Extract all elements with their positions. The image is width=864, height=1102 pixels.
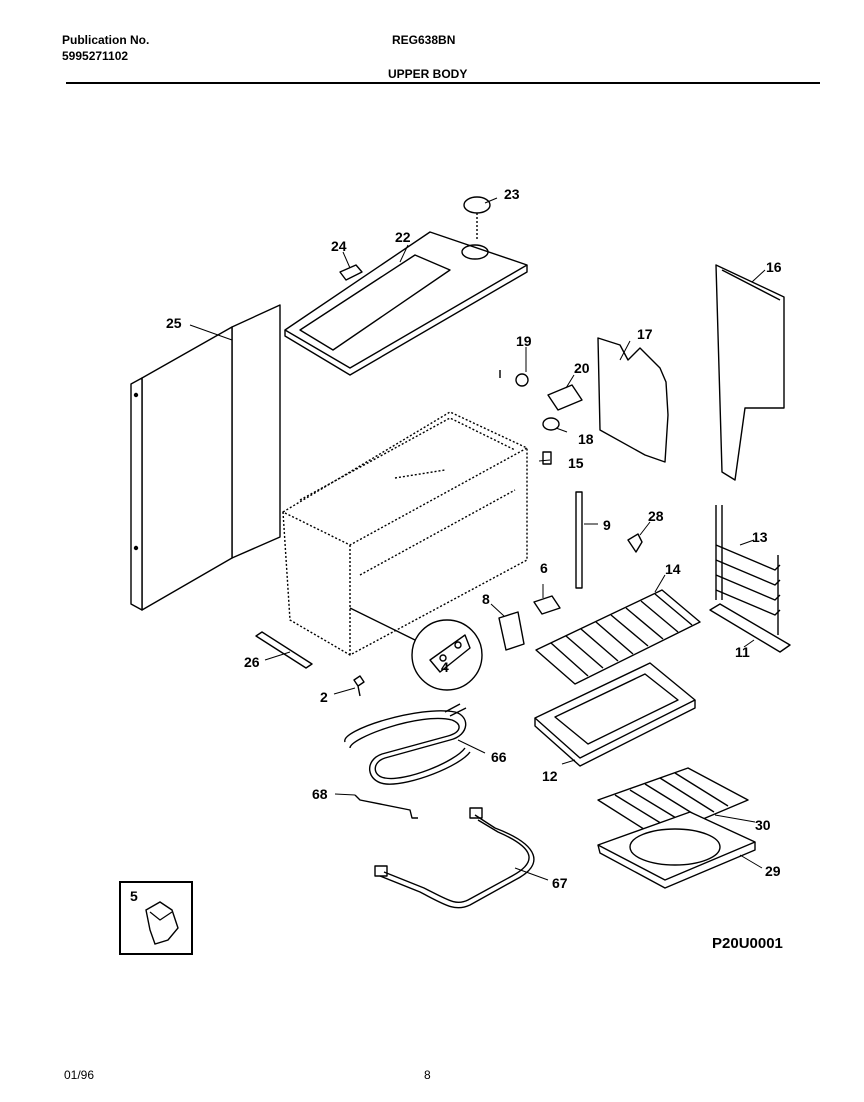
callout-19: 19 xyxy=(516,333,532,349)
callout-13: 13 xyxy=(752,529,768,545)
oven-cavity-body xyxy=(282,411,528,656)
callout-20: 20 xyxy=(574,360,590,376)
callout-68: 68 xyxy=(312,786,328,802)
callout-23: 23 xyxy=(504,186,520,202)
part-5-inset: 5 xyxy=(119,881,193,955)
callout-11: 11 xyxy=(735,644,750,660)
part-12-broil-tray xyxy=(534,662,696,767)
callout-22: 22 xyxy=(395,229,411,245)
part-26-strip xyxy=(255,631,313,669)
callout-26: 26 xyxy=(244,654,260,670)
callout-14: 14 xyxy=(665,561,681,577)
publication-label: Publication No. xyxy=(62,33,150,47)
callout-25: 25 xyxy=(166,315,182,331)
header-rule xyxy=(66,82,820,84)
part-28-clip xyxy=(627,533,643,553)
part-9-rod xyxy=(575,491,583,589)
callout-24: 24 xyxy=(331,238,347,254)
part-18-capacitor xyxy=(542,417,560,431)
part-6-label xyxy=(533,595,561,615)
callout-5: 5 xyxy=(130,888,138,904)
part-66-broil-element xyxy=(344,703,471,785)
part-11-bracket xyxy=(709,603,791,653)
part-4-detail-circle xyxy=(349,607,483,691)
callout-28: 28 xyxy=(648,508,664,524)
part-24-bracket xyxy=(339,264,363,281)
part-68-bracket xyxy=(354,794,418,819)
part-20-relay xyxy=(547,384,583,411)
callout-9: 9 xyxy=(603,517,611,533)
part-16-rear-channel xyxy=(715,264,785,481)
callout-29: 29 xyxy=(765,863,781,879)
part-14-oven-rack xyxy=(535,589,701,685)
footer-page: 8 xyxy=(424,1068,431,1082)
callout-15: 15 xyxy=(568,455,584,471)
callout-4: 4 xyxy=(441,659,449,675)
part-25-side-panel xyxy=(130,304,281,611)
part-2-clip xyxy=(353,675,365,697)
callout-16: 16 xyxy=(766,259,782,275)
callout-66: 66 xyxy=(491,749,507,765)
callout-8: 8 xyxy=(482,591,490,607)
publication-number: 5995271102 xyxy=(62,49,129,63)
part-13-rack-supports xyxy=(715,505,781,635)
part-19-thermostat xyxy=(499,370,529,387)
callout-2: 2 xyxy=(320,689,328,705)
part-17-back-panel xyxy=(597,337,669,463)
model-number: REG638BN xyxy=(392,33,456,47)
callout-6: 6 xyxy=(540,560,548,576)
part-29-broil-pan xyxy=(597,811,756,889)
part-8-bracket xyxy=(498,611,525,651)
part-15-fuse xyxy=(542,451,552,465)
part-23-knob xyxy=(463,196,491,240)
callout-30: 30 xyxy=(755,817,771,833)
section-title: UPPER BODY xyxy=(388,67,468,81)
callout-67: 67 xyxy=(552,875,568,891)
part-22-top-cover xyxy=(284,231,528,376)
callout-17: 17 xyxy=(637,326,653,342)
drawing-code: P20U0001 xyxy=(712,935,783,952)
callout-18: 18 xyxy=(578,431,594,447)
part-67-bake-element xyxy=(374,807,535,909)
callout-12: 12 xyxy=(542,768,558,784)
leader-lines xyxy=(189,197,766,881)
footer-date: 01/96 xyxy=(64,1068,95,1082)
